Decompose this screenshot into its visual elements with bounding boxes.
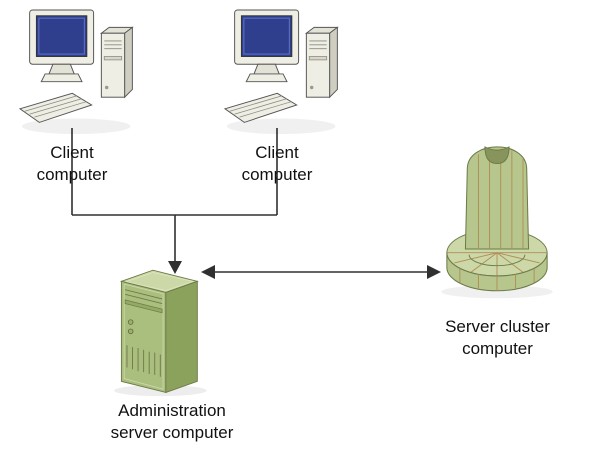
desktop-computer-icon — [223, 9, 339, 135]
desktop-computer-icon — [18, 9, 134, 135]
client1-label-line1: Client — [50, 143, 94, 162]
arrowhead-right-icon — [427, 265, 441, 279]
cluster-label-line1: Server cluster — [445, 317, 550, 336]
keyboard — [223, 92, 298, 123]
admin-label: Administration server computer — [72, 400, 272, 444]
node-client-computer-2 — [223, 4, 349, 140]
client1-label-line2: computer — [36, 164, 108, 184]
monitor — [29, 9, 95, 83]
keyboard — [18, 92, 93, 123]
admin-label-line2: server computer — [110, 422, 234, 442]
arrowhead-left-icon — [201, 265, 215, 279]
shadow — [441, 285, 553, 299]
shadow — [226, 118, 336, 135]
system-unit — [99, 26, 134, 99]
cluster-tower — [464, 146, 530, 250]
tower-server-icon — [114, 269, 207, 397]
node-administration-server — [112, 248, 216, 398]
node-server-cluster — [432, 132, 562, 301]
client1-label: Client computer — [7, 142, 137, 186]
system-unit — [304, 26, 339, 99]
front-panel-details — [124, 289, 163, 377]
client2-label-line1: Client — [255, 143, 299, 162]
clients-to-admin-connector — [71, 128, 278, 262]
arrowhead-down-icon — [168, 261, 182, 274]
tower-notch — [484, 146, 510, 165]
node-client-computer-1 — [18, 4, 144, 140]
cluster-label: Server cluster computer — [410, 316, 585, 360]
cluster-label-line2: computer — [462, 338, 533, 358]
monitor — [234, 9, 300, 83]
admin-label-line1: Administration — [118, 401, 226, 420]
shadow — [21, 118, 131, 135]
client2-label-line2: computer — [241, 164, 313, 184]
cluster-base-front — [446, 252, 548, 292]
server-cluster-icon — [441, 146, 553, 299]
client2-label: Client computer — [212, 142, 342, 186]
